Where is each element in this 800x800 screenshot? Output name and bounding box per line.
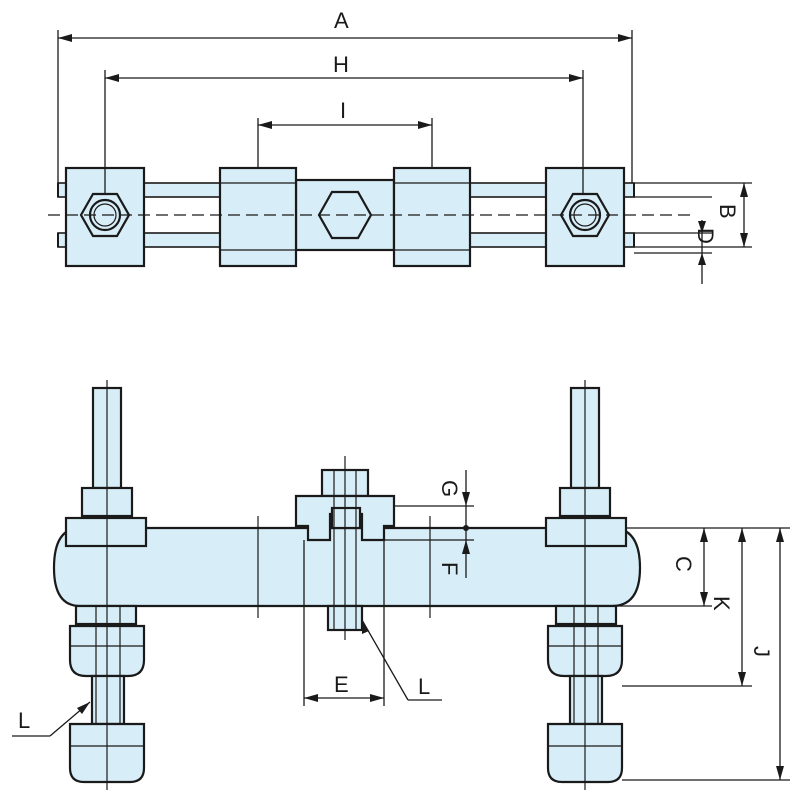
front-view: [52, 380, 642, 790]
center-clamp-bracket: [294, 494, 396, 542]
left-clamp-head: [64, 516, 148, 548]
right-lower-collar: [554, 604, 618, 626]
dim-label-d: D: [693, 228, 718, 244]
dim-label-k: K: [709, 596, 734, 611]
dim-label-e: E: [334, 672, 349, 697]
dim-label-j: J: [749, 646, 774, 657]
right-clamp-head: [544, 516, 628, 548]
center-bolt-nut: [330, 506, 362, 530]
dim-label-a: A: [334, 8, 349, 33]
dim-label-b: B: [715, 204, 740, 219]
dim-label-l-left: L: [18, 708, 30, 733]
dim-label-i: I: [340, 98, 346, 123]
left-lower-collar: [74, 604, 138, 626]
right-lower-shaft: [568, 674, 604, 726]
dim-label-g: G: [437, 480, 462, 497]
dim-label-f: F: [437, 562, 462, 575]
left-lower-shaft: [90, 674, 126, 726]
dim-label-h: H: [333, 52, 349, 77]
dim-label-l-center: L: [418, 674, 430, 699]
top-view: [48, 166, 690, 268]
dim-label-c: C: [671, 556, 696, 572]
dimensions: [12, 30, 790, 781]
